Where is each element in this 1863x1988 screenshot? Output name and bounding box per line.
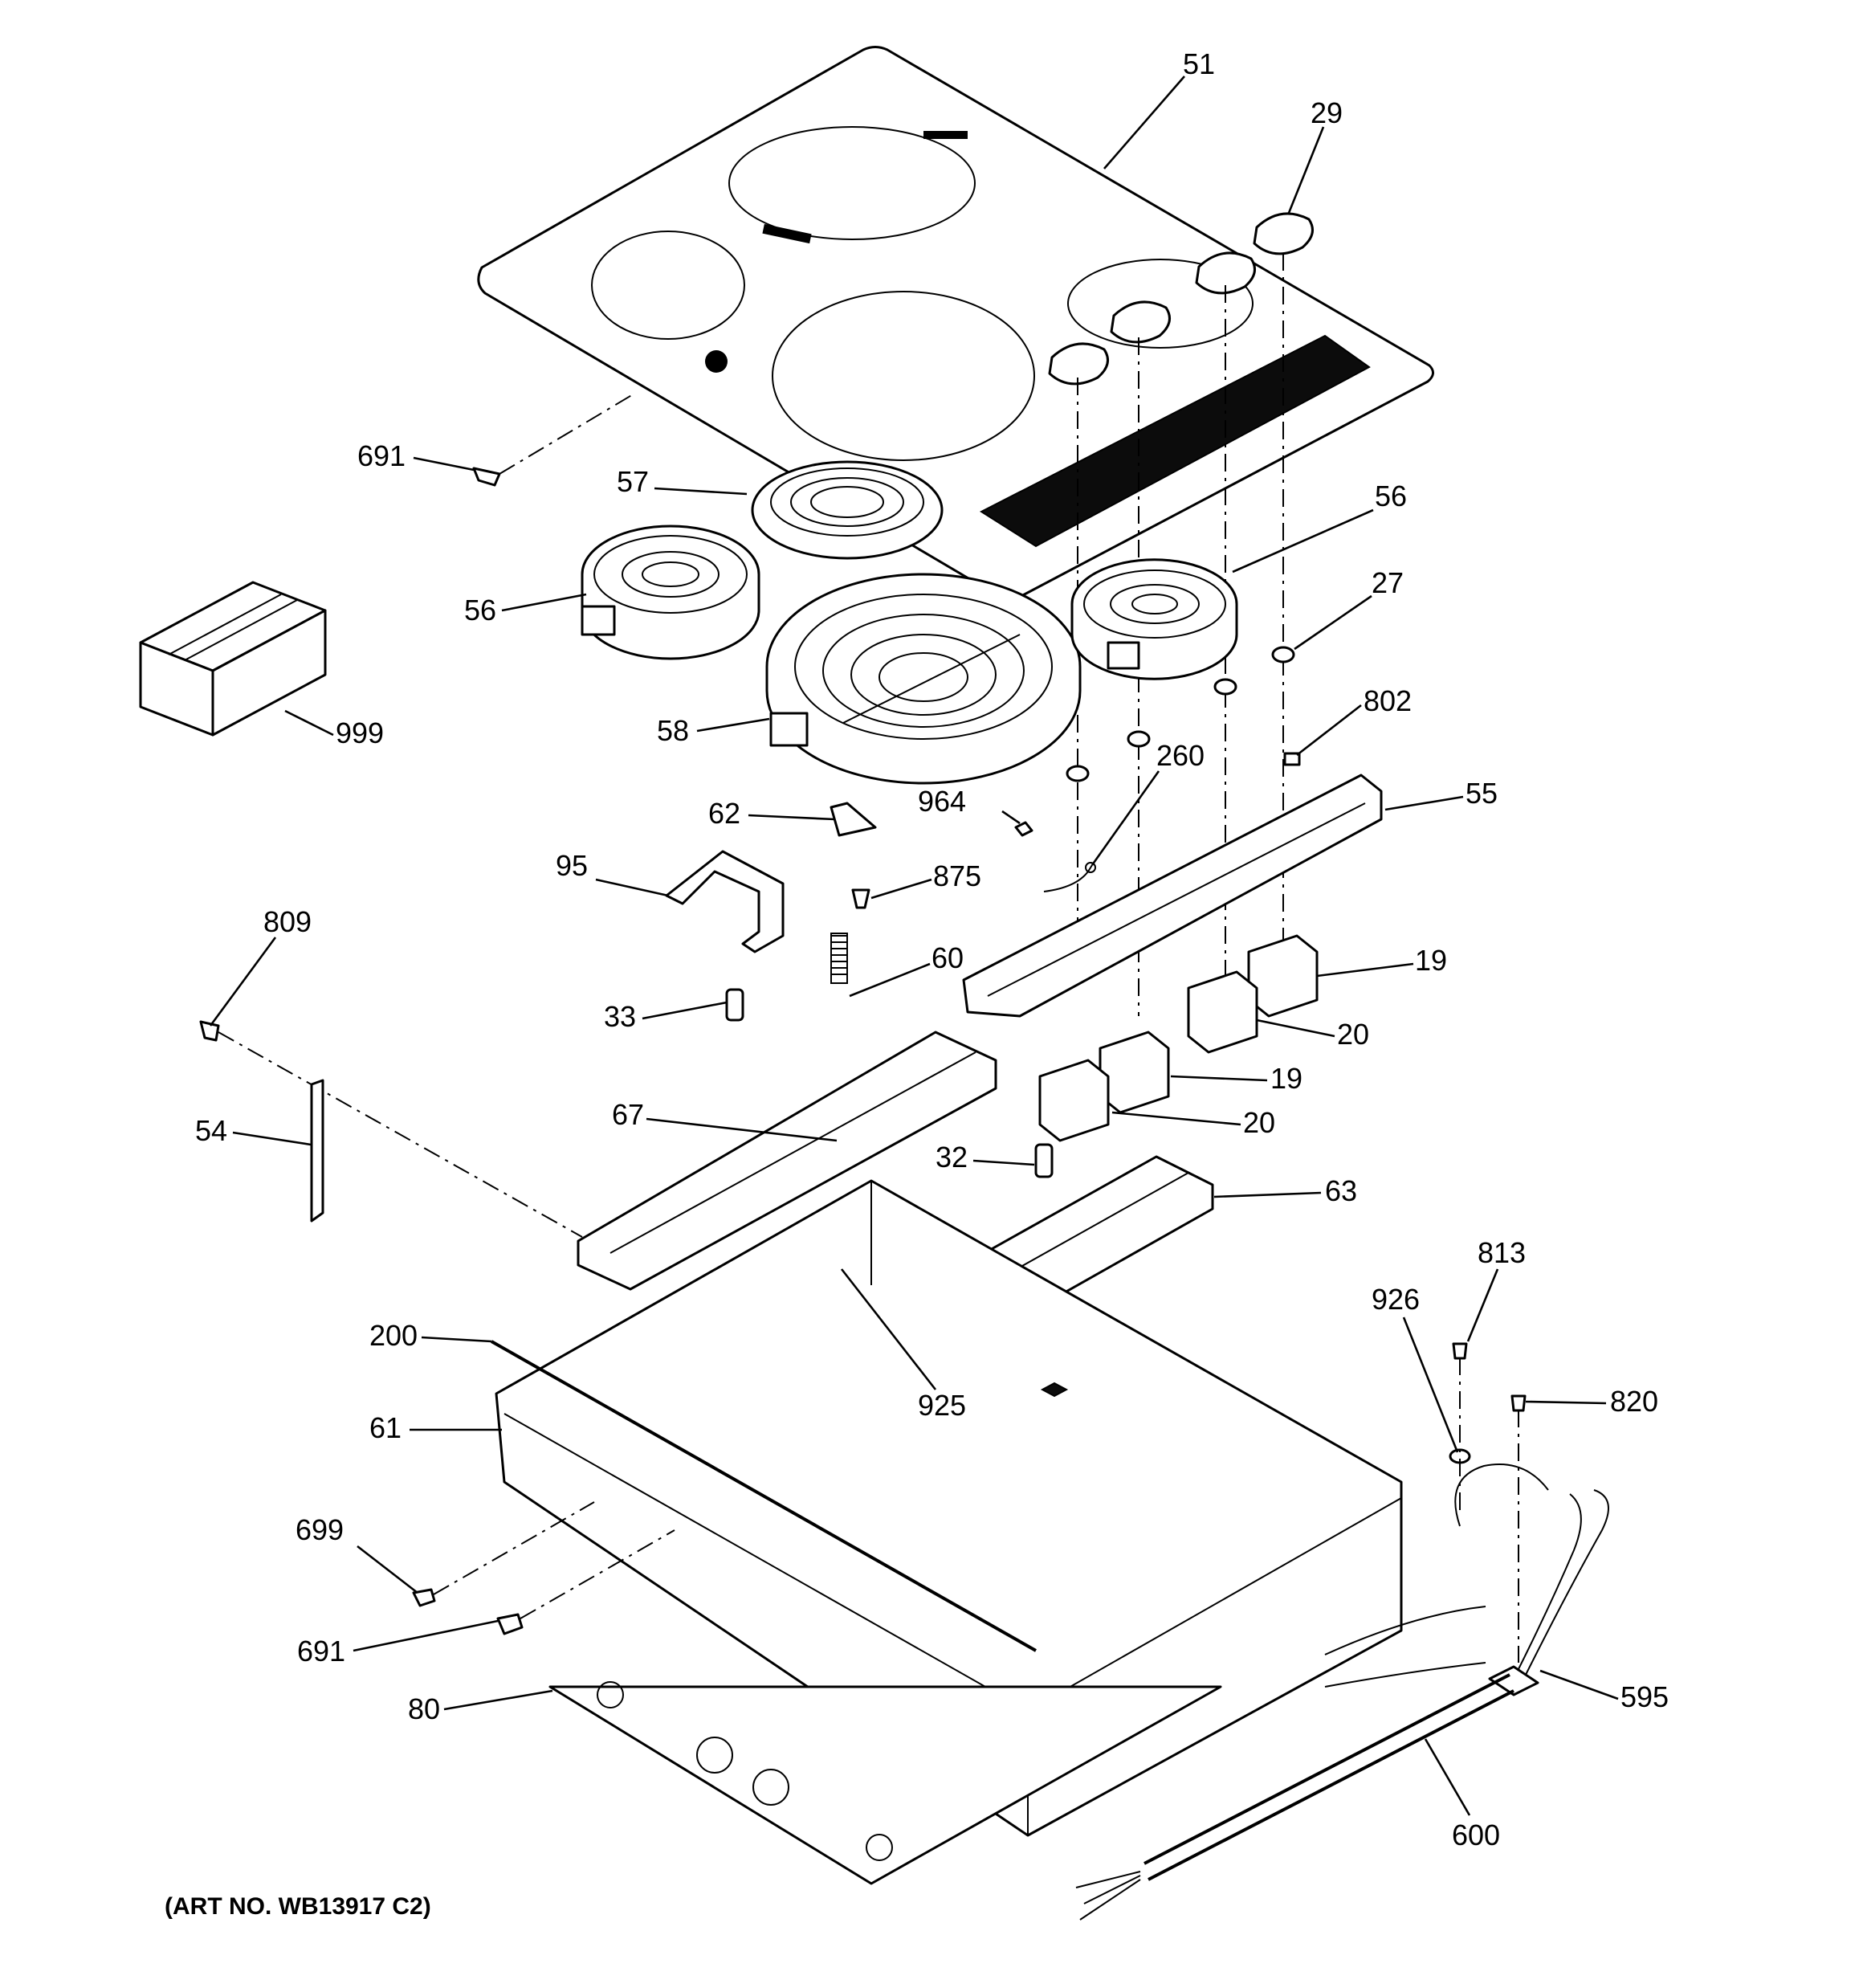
callout-600: 600 bbox=[1452, 1819, 1500, 1851]
callout-20-right: 20 bbox=[1337, 1018, 1369, 1051]
callout-54: 54 bbox=[195, 1114, 227, 1147]
switch-32 bbox=[1034, 1143, 1054, 1178]
callout-51: 51 bbox=[1183, 47, 1215, 80]
callout-67: 67 bbox=[612, 1098, 644, 1131]
control-knobs-29 bbox=[1048, 212, 1314, 386]
chassis-61 bbox=[495, 1179, 1403, 1837]
screw-809 bbox=[199, 1020, 583, 1238]
callout-32: 32 bbox=[936, 1141, 968, 1174]
callout-95: 95 bbox=[556, 849, 588, 882]
switch-20-right bbox=[1187, 970, 1258, 1054]
callout-691-top: 691 bbox=[357, 439, 406, 472]
gasket-200 bbox=[491, 1340, 1037, 1652]
callout-29: 29 bbox=[1311, 96, 1343, 129]
callout-58: 58 bbox=[657, 714, 689, 747]
callout-61: 61 bbox=[369, 1411, 402, 1444]
callout-20-left: 20 bbox=[1243, 1106, 1275, 1139]
strip-54 bbox=[310, 1079, 324, 1223]
glass-cooktop-51 bbox=[477, 46, 1434, 601]
callout-809: 809 bbox=[263, 905, 312, 938]
bottom-plate-80 bbox=[548, 1681, 1222, 1885]
switch-33 bbox=[725, 988, 744, 1022]
switch-20-left bbox=[1038, 1059, 1110, 1142]
screw-691-bottom bbox=[496, 1529, 675, 1635]
callout-55: 55 bbox=[1466, 777, 1498, 810]
callout-999: 999 bbox=[336, 716, 384, 749]
switch-19-left bbox=[1099, 1031, 1170, 1114]
callout-595: 595 bbox=[1620, 1680, 1669, 1713]
callout-80: 80 bbox=[408, 1692, 440, 1725]
screw-691-top bbox=[472, 393, 635, 487]
bracket-95 bbox=[665, 850, 785, 953]
box-999 bbox=[139, 581, 327, 737]
callout-802: 802 bbox=[1364, 684, 1412, 717]
callout-27: 27 bbox=[1372, 566, 1404, 599]
rail-left bbox=[577, 1031, 997, 1291]
screws-813-820 bbox=[1449, 1342, 1549, 1663]
callout-813: 813 bbox=[1478, 1236, 1526, 1269]
radiant-element-57 bbox=[751, 460, 944, 560]
callout-691-bottom: 691 bbox=[297, 1635, 345, 1668]
callout-925: 925 bbox=[918, 1389, 966, 1422]
callout-926: 926 bbox=[1372, 1283, 1420, 1316]
radiant-element-58 bbox=[765, 573, 1082, 785]
spring-60 bbox=[830, 933, 848, 984]
callout-964: 964 bbox=[918, 785, 966, 818]
callout-699: 699 bbox=[296, 1513, 344, 1546]
bracket-62 bbox=[830, 802, 877, 837]
callout-56-left: 56 bbox=[464, 594, 496, 627]
callout-260: 260 bbox=[1156, 739, 1205, 772]
callout-56-right: 56 bbox=[1375, 480, 1407, 512]
leader-lines bbox=[209, 76, 1619, 1816]
screw-802 bbox=[1283, 752, 1301, 766]
grommets-27 bbox=[1066, 646, 1295, 782]
callout-33: 33 bbox=[604, 1000, 636, 1033]
radiant-element-56-right bbox=[1070, 558, 1238, 680]
callout-19-left: 19 bbox=[1270, 1062, 1302, 1095]
callout-57: 57 bbox=[617, 465, 649, 498]
screw-875 bbox=[851, 888, 870, 909]
callout-875: 875 bbox=[933, 859, 981, 892]
callout-200: 200 bbox=[369, 1319, 418, 1352]
art-number: (ART NO. WB13917 C2) bbox=[165, 1893, 431, 1920]
rail-55 bbox=[962, 774, 1383, 1018]
clip-964-and-wire-260 bbox=[1014, 821, 1096, 892]
callout-60: 60 bbox=[932, 941, 964, 974]
cord-assembly-595 bbox=[1324, 1489, 1609, 1696]
radiant-element-56-left bbox=[581, 525, 760, 660]
callout-62: 62 bbox=[708, 797, 740, 830]
switch-19-right bbox=[1247, 934, 1319, 1018]
callout-labels: 51 29 691 57 56 56 27 999 58 802 260 55 … bbox=[195, 47, 1669, 1851]
callout-820: 820 bbox=[1610, 1385, 1658, 1418]
conduit-600 bbox=[1075, 1673, 1514, 1921]
callout-19-right: 19 bbox=[1415, 944, 1447, 977]
screw-699 bbox=[412, 1501, 595, 1607]
callout-63: 63 bbox=[1325, 1174, 1357, 1207]
